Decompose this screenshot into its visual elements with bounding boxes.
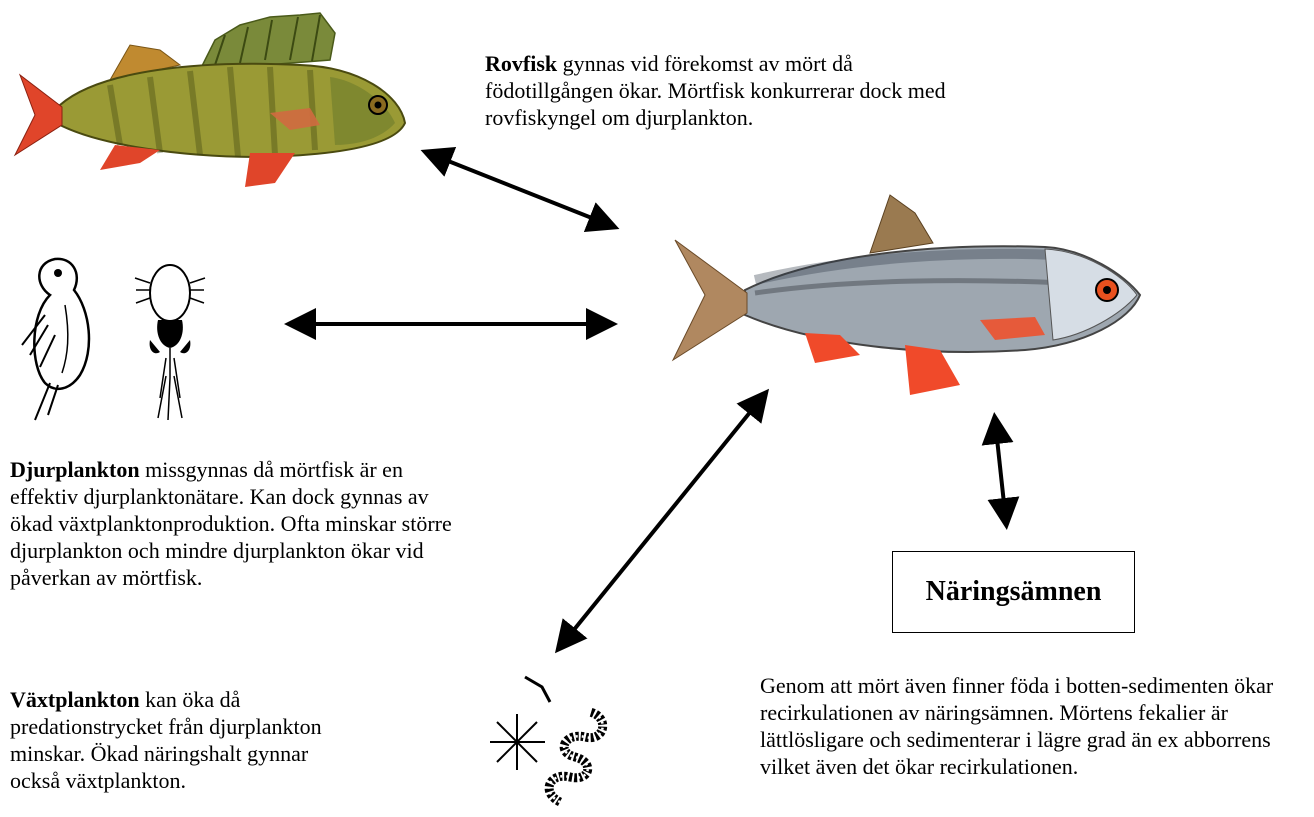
arrow-nutrients-roach: [995, 420, 1006, 522]
djurplankton-bold: Djurplankton: [10, 457, 140, 482]
arrow-perch-roach: [428, 153, 612, 226]
copepod-icon: [130, 258, 210, 423]
naringsamnen-box: Näringsämnen: [892, 551, 1135, 633]
roach-fish-icon: [665, 185, 1145, 400]
vaxtplankton-text: Växtplankton kan öka då predationstrycke…: [10, 686, 360, 794]
perch-fish-icon: [0, 5, 420, 200]
djurplankton-text: Djurplankton missgynnas då mörtfisk är e…: [10, 456, 465, 591]
rovfisk-bold: Rovfisk: [485, 51, 557, 76]
arrow-phytoplankton-roach: [560, 395, 764, 647]
vaxtplankton-bold: Växtplankton: [10, 687, 140, 712]
naring-text: Genom att mört även finner föda i botten…: [760, 672, 1300, 780]
daphnia-icon: [10, 255, 110, 425]
phytoplankton-icon: [480, 672, 630, 817]
rovfisk-text: Rovfisk gynnas vid förekomst av mört då …: [485, 50, 955, 131]
